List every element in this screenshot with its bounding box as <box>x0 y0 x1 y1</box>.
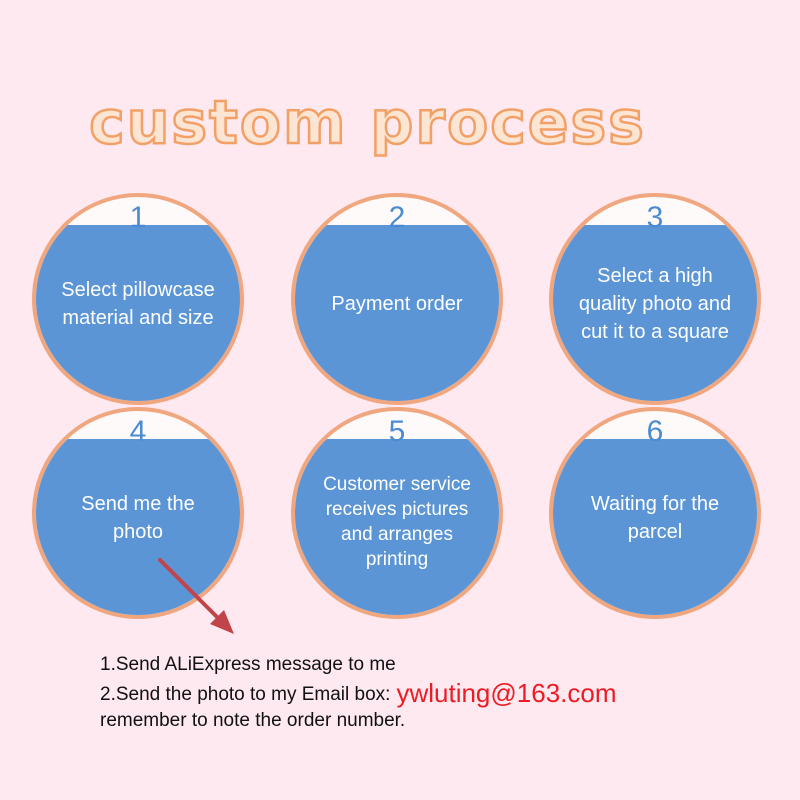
instruction-line-2-text: 2.Send the photo to my Email box: <box>100 684 391 705</box>
step-6-circle: 6 Waiting for the parcel <box>549 407 761 619</box>
step-1-label: Select pillowcase material and size <box>61 279 215 329</box>
step-6-label: Waiting for the parcel <box>590 493 720 543</box>
instruction-line-2: 2.Send the photo to my Email box:ywlutin… <box>100 678 617 708</box>
instruction-line-3: remember to note the order number. <box>100 710 406 731</box>
step-2-circle: 2 Payment order <box>291 193 503 405</box>
step-4-label: Send me the photo <box>81 493 195 543</box>
step-4-number: 4 <box>129 415 147 448</box>
instruction-line-1: 1.Send ALiExpress message to me <box>100 654 396 675</box>
step-1-fill <box>36 225 240 401</box>
step-3-circle: 3 Select a high quality photo and cut it… <box>549 193 761 405</box>
step-1-circle: 1 Select pillowcase material and size <box>32 193 244 405</box>
step-6-number: 6 <box>646 415 664 448</box>
step-3-fill <box>553 225 757 401</box>
step-5-circle: 5 Customer service receives pictures and… <box>291 407 503 619</box>
step-2-number: 2 <box>388 201 406 234</box>
step-5-number: 5 <box>388 415 406 448</box>
step-2-label: Payment order <box>331 293 463 315</box>
step-1-number: 1 <box>129 201 147 234</box>
step-5-label: Customer service receives pictures and a… <box>323 474 471 570</box>
step-4-fill <box>36 439 240 615</box>
step-5-fill <box>295 439 499 615</box>
step-2-fill <box>295 225 499 401</box>
email-address: ywluting@163.com <box>396 678 617 708</box>
step-4-circle: 4 Send me the photo <box>32 407 244 619</box>
page-title: custom process <box>88 87 646 160</box>
step-3-label: Select a high quality photo and cut it t… <box>578 265 732 343</box>
step-6-fill <box>553 439 757 615</box>
step-3-number: 3 <box>646 201 664 234</box>
instructions: 1.Send ALiExpress message to me 2.Send t… <box>100 652 617 734</box>
